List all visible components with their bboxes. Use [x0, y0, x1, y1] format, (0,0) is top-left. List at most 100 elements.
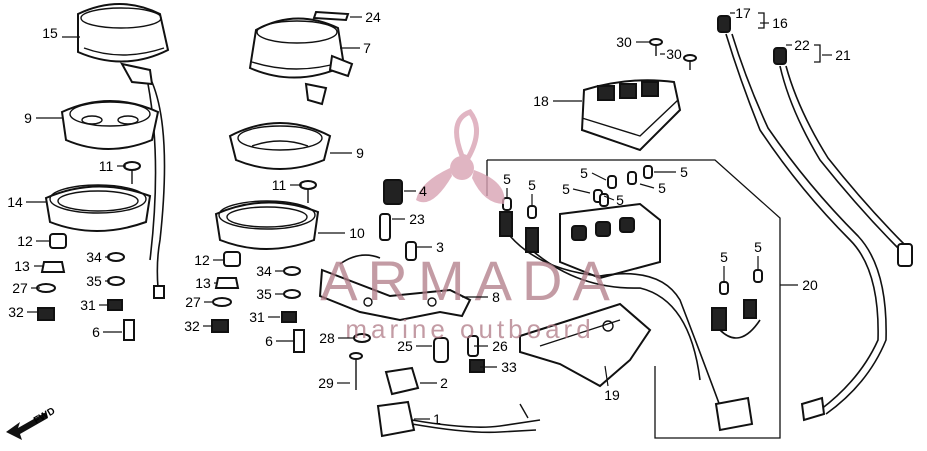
callout-label-c24: 24: [365, 9, 381, 25]
callout-label-c32b: 32: [184, 318, 200, 334]
callout-label-c11b: 11: [272, 177, 287, 193]
callout-label-c17: 17: [735, 5, 751, 21]
callout-label-c1: 1: [433, 411, 441, 427]
callout-c5f: 5: [654, 164, 688, 180]
callout-c5h: 5: [720, 249, 728, 282]
callout-c29: 29: [318, 375, 350, 391]
callout-label-c30a: 30: [616, 34, 632, 50]
leader-line-c5e: [603, 195, 615, 201]
callout-label-c5c: 5: [580, 165, 588, 181]
callout-label-c30b: 30: [666, 46, 682, 62]
callout-label-c20: 20: [802, 277, 818, 293]
callout-c25: 25: [397, 338, 432, 354]
callout-label-c8: 8: [492, 289, 500, 305]
callout-label-c33: 33: [501, 359, 517, 375]
nut-33: [469, 359, 485, 373]
callout-c19: 19: [604, 365, 620, 403]
watermark-brand: ARMADA: [320, 249, 620, 312]
callout-label-c4: 4: [419, 183, 427, 199]
socket-4: [383, 179, 403, 205]
callout-label-c3: 3: [436, 239, 444, 255]
callout-label-c9a: 9: [24, 110, 32, 126]
callout-c16: 16: [760, 15, 788, 31]
callout-label-c26: 26: [492, 338, 508, 354]
callout-c5a: 5: [503, 171, 511, 198]
callout-label-c35a: 35: [86, 273, 102, 289]
watermark-tagline: marine outboard: [345, 314, 594, 344]
leader-line-c5g: [639, 183, 655, 189]
callout-c5g: 5: [639, 180, 666, 196]
leader-line-c5d: [572, 188, 591, 194]
callout-c15: 15: [42, 25, 80, 41]
callout-c22: 22: [786, 37, 810, 53]
callout-label-c2: 2: [440, 375, 448, 391]
callout-c5d: 5: [562, 181, 591, 197]
callout-c13a: 13: [14, 258, 44, 274]
callout-label-c5i: 5: [754, 239, 762, 255]
callout-c21: 21: [822, 47, 851, 63]
callout-label-c19: 19: [604, 387, 620, 403]
forward-arrow-icon: FWD: [6, 406, 57, 440]
callout-brackets: [758, 12, 821, 63]
callout-label-c6b: 6: [265, 333, 273, 349]
callout-c26: 26: [474, 338, 508, 354]
callout-c3: 3: [416, 239, 444, 255]
callout-label-c28: 28: [319, 330, 335, 346]
hardware-middle-column: [211, 251, 305, 353]
harness-assembly-20: [499, 202, 761, 432]
speedometer-meter-15: [77, 3, 170, 299]
callout-c27b: 27: [185, 294, 212, 310]
callout-c17: 17: [730, 5, 751, 21]
cable-16: [717, 15, 887, 422]
callout-label-c5f: 5: [680, 164, 688, 180]
callout-label-c5g: 5: [658, 180, 666, 196]
bracket-8: [318, 254, 472, 322]
cable-21: [773, 47, 913, 267]
callout-label-c32a: 32: [8, 304, 24, 320]
callout-c34a: 34: [86, 249, 110, 265]
callout-c9a: 9: [24, 110, 62, 126]
callout-label-c18: 18: [533, 93, 549, 109]
callout-c9b: 9: [330, 145, 364, 161]
callout-c30a: 30: [616, 34, 650, 50]
callout-label-c5a: 5: [503, 171, 511, 187]
callout-c28: 28: [319, 330, 354, 346]
callout-c1: 1: [414, 411, 441, 427]
lower-case-10: [214, 200, 320, 250]
callout-label-c12b: 12: [194, 252, 210, 268]
callout-c34b: 34: [256, 263, 284, 279]
bulb-23: [379, 213, 391, 241]
meter-case-9-right: [228, 122, 332, 170]
lower-case-14: [44, 184, 152, 232]
callout-c7: 7: [340, 40, 371, 56]
callout-c30b: 30: [660, 46, 682, 62]
leader-line-c19: [604, 365, 609, 387]
callout-label-c9b: 9: [356, 145, 364, 161]
callout-c23: 23: [392, 211, 425, 227]
callout-label-c13a: 13: [14, 258, 30, 274]
callout-label-c7: 7: [363, 40, 371, 56]
callout-c2: 2: [420, 375, 448, 391]
callout-c24: 24: [350, 9, 381, 25]
callout-c27a: 27: [12, 280, 40, 296]
callout-c5b: 5: [528, 177, 536, 206]
forward-label: FWD: [32, 406, 57, 427]
callout-label-c21: 21: [835, 47, 851, 63]
grommet-25: [433, 337, 449, 363]
callout-label-c31a: 31: [80, 297, 96, 313]
indicator-panel-18: [580, 79, 682, 152]
callout-c31b: 31: [249, 309, 280, 325]
callout-label-c25: 25: [397, 338, 413, 354]
callout-c12a: 12: [17, 233, 50, 249]
callout-label-c27b: 27: [185, 294, 201, 310]
callout-label-c35b: 35: [256, 286, 272, 302]
callout-c18: 18: [533, 93, 582, 109]
callout-label-c14: 14: [7, 194, 23, 210]
meter-case-9-left: [60, 100, 160, 150]
callout-c11b: 11: [272, 177, 302, 193]
callout-label-c27a: 27: [12, 280, 28, 296]
screw-11-right: [299, 180, 317, 203]
